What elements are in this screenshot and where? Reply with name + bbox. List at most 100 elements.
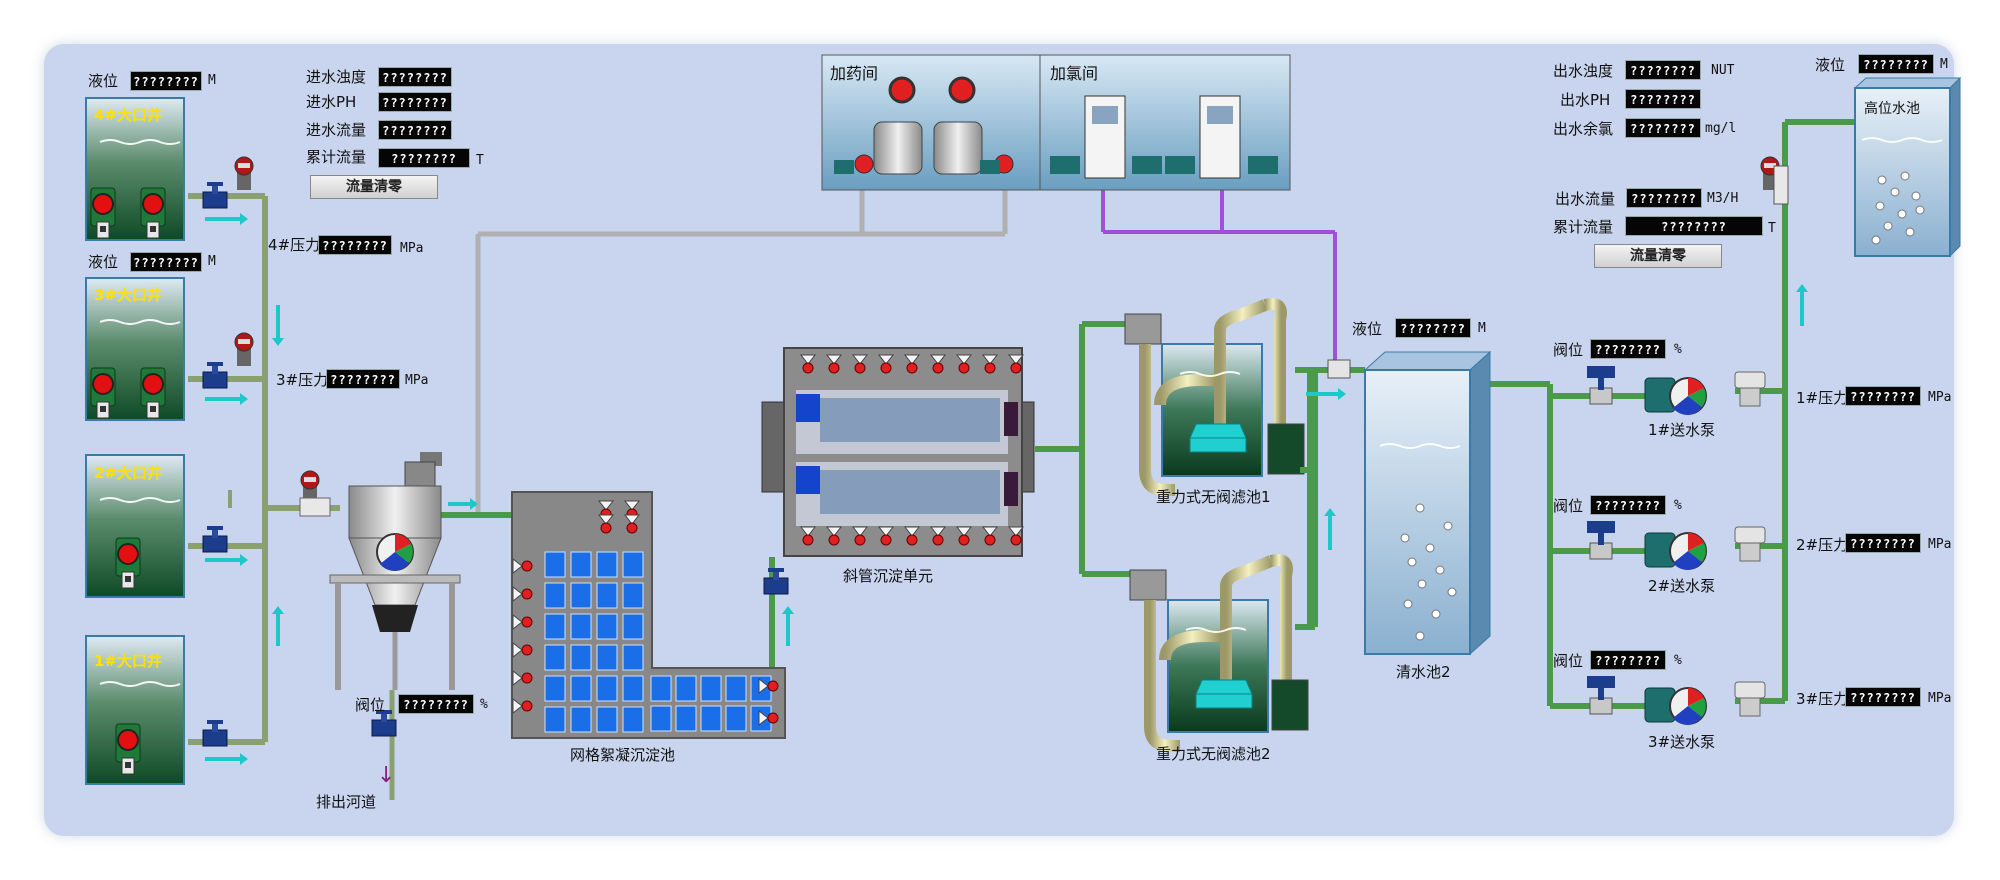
- inlet-turbidity-label: 进水浊度: [306, 68, 367, 86]
- outlet-total-unit: T: [1768, 221, 1776, 236]
- grid-cell: [650, 675, 672, 702]
- grid-cell: [675, 675, 697, 702]
- chlorine-room-title: 加氯间: [1050, 64, 1099, 83]
- bubble: [1875, 201, 1885, 211]
- sludge-valve-icon[interactable]: [763, 567, 789, 595]
- grid-cell: [544, 582, 566, 609]
- pump1-name: 1#送水泵: [1648, 421, 1716, 439]
- dosing-tanks: [834, 76, 1014, 175]
- inlet-flowmeter-body: [299, 497, 331, 517]
- bubble: [1425, 543, 1435, 553]
- chlorine-injector: [1327, 359, 1351, 379]
- inlet-total-value: ????????: [378, 148, 470, 168]
- tube-settler: [761, 347, 1035, 557]
- p4-label: 4#压力: [268, 236, 321, 254]
- drain-outlet-label: 排出河道: [316, 793, 377, 811]
- grid-cell: [596, 675, 618, 702]
- clear-tank-level-value: ????????: [1395, 318, 1471, 338]
- well-4: [85, 97, 185, 241]
- inlet-flow-reset-button[interactable]: 流量清零: [310, 175, 438, 199]
- pump3-pressure-unit: MPa: [1928, 691, 1952, 706]
- outlet-flow-reset-button[interactable]: 流量清零: [1594, 244, 1722, 268]
- bubble: [1443, 521, 1453, 531]
- outlet-ph-value: ????????: [1625, 89, 1701, 109]
- well4-valve-icon[interactable]: [202, 181, 228, 209]
- grid-cell: [544, 613, 566, 640]
- drain-valve-value: ????????: [398, 694, 474, 714]
- well-1-title: 1#大口井: [94, 652, 163, 670]
- tube-settler-label: 斜管沉淀单元: [843, 567, 934, 585]
- bubble: [1431, 609, 1441, 619]
- bubble: [1900, 171, 1910, 181]
- supply-pump: [1587, 521, 1766, 570]
- high-tank-level-value: ????????: [1858, 54, 1934, 74]
- grid-cell: [675, 705, 697, 732]
- grid-cell: [622, 644, 644, 671]
- pump1-valve-unit: %: [1674, 342, 1682, 357]
- chlorine-pipes: [1101, 180, 1337, 360]
- clear-tank-level-label: 液位: [1352, 320, 1383, 338]
- bubble: [1905, 227, 1915, 237]
- p3-unit: MPa: [405, 373, 429, 388]
- pump3-valve-label: 阀位: [1553, 652, 1584, 670]
- mixing-hopper: [329, 452, 461, 690]
- pump2-name: 2#送水泵: [1648, 577, 1716, 595]
- bubble: [1915, 205, 1925, 215]
- bubble: [1435, 565, 1445, 575]
- grid-cell: [570, 582, 592, 609]
- inlet-turbidity-value: ????????: [378, 67, 452, 87]
- pump2-pressure-label: 2#压力: [1796, 536, 1849, 554]
- grid-cell: [544, 644, 566, 671]
- p3-value: ????????: [326, 369, 400, 389]
- outlet-turbidity-unit: NUT: [1711, 63, 1735, 78]
- outlet-flow-unit: M3/H: [1707, 191, 1739, 206]
- bubble: [1417, 579, 1427, 589]
- well3-valve-icon[interactable]: [202, 361, 228, 389]
- well2-valve-icon[interactable]: [202, 525, 228, 553]
- outlet-flow-label: 出水流量: [1555, 190, 1616, 208]
- grid-cell: [570, 706, 592, 733]
- grid-cell: [570, 644, 592, 671]
- filter2-label: 重力式无阀滤池2: [1156, 745, 1271, 763]
- bubble: [1911, 191, 1921, 201]
- pump2-pressure-unit: MPa: [1928, 537, 1952, 552]
- p4-unit: MPa: [400, 241, 424, 256]
- pump3-name: 3#送水泵: [1648, 733, 1716, 751]
- pump2-valve-unit: %: [1674, 498, 1682, 513]
- bubble: [1415, 631, 1425, 641]
- p4-value: ????????: [318, 235, 392, 255]
- filter1-label: 重力式无阀滤池1: [1156, 488, 1271, 506]
- bubble: [1883, 221, 1893, 231]
- drain-valve-unit: %: [480, 697, 488, 712]
- well4-level-unit: M: [208, 73, 216, 88]
- well4-level-value: ????????: [130, 71, 202, 91]
- outlet-chlorine-label: 出水余氯: [1553, 120, 1614, 138]
- high-tank-level-unit: M: [1940, 57, 1948, 72]
- pump3-valve-unit: %: [1674, 653, 1682, 668]
- bubble: [1897, 209, 1907, 219]
- pump3-pressure-label: 3#压力: [1796, 690, 1849, 708]
- well3-flowmeter-icon: [234, 332, 254, 367]
- grid-cell: [596, 706, 618, 733]
- grid-cell: [570, 551, 592, 578]
- outlet-ph-label: 出水PH: [1560, 91, 1611, 109]
- well-4-title: 4#大口井: [94, 106, 163, 124]
- well1-valve-icon[interactable]: [202, 719, 228, 747]
- well3-level-unit: M: [208, 254, 216, 269]
- bubble: [1400, 533, 1410, 543]
- grid-cell: [596, 582, 618, 609]
- grid-cell: [725, 675, 747, 702]
- outlet-chlorine-unit: mg/l: [1705, 121, 1737, 136]
- pump1-valve-label: 阀位: [1553, 341, 1584, 359]
- inlet-flow-value: ????????: [378, 120, 452, 140]
- well-2: [85, 454, 185, 598]
- outlet-chlorine-value: ????????: [1625, 118, 1701, 138]
- grid-cell: [570, 613, 592, 640]
- bubble: [1877, 175, 1887, 185]
- outlet-total-label: 累计流量: [1553, 218, 1614, 236]
- well3-level-value: ????????: [130, 252, 202, 272]
- water-ripples: [99, 137, 1943, 687]
- dosing-room-title: 加药间: [830, 64, 879, 83]
- well-3: [85, 277, 185, 421]
- grid-tank-label: 网格絮凝沉淀池: [570, 746, 676, 764]
